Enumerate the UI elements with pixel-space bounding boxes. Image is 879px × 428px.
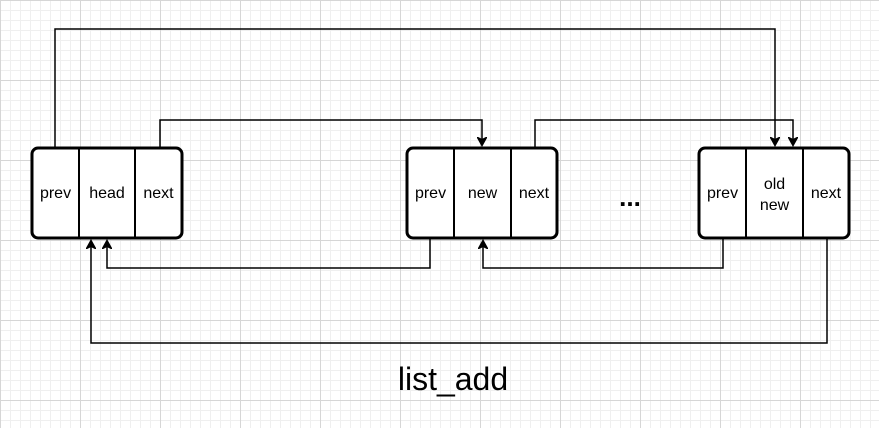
next-field-label: next [519, 185, 550, 202]
data-field-label: new [468, 185, 498, 202]
prev-field-label: prev [707, 185, 738, 202]
data-field-label-line1: old [764, 176, 785, 193]
ellipsis: ... [619, 182, 641, 212]
node-box [697, 146, 851, 240]
diagram-caption: list_add [398, 361, 508, 397]
prev-field-label: prev [415, 185, 446, 202]
edge-head-next-to-new [159, 119, 482, 147]
edge-old-new-prev-to-new [483, 238, 724, 269]
node-box [30, 146, 184, 240]
list-node-head: prev head next [30, 146, 184, 240]
next-field-label: next [143, 185, 174, 202]
node-box [405, 146, 559, 240]
data-field-label-line2: new [760, 197, 790, 214]
next-field-label: next [811, 185, 842, 202]
data-field-label: head [89, 185, 125, 202]
edge-head-prev-to-old-new [54, 28, 775, 147]
list-node-new: prev new next [405, 146, 559, 240]
prev-field-label: prev [40, 185, 71, 202]
list-node-old-new: prev old new next [697, 146, 851, 240]
edge-old-new-next-to-head [91, 238, 828, 344]
edge-new-prev-to-head [107, 238, 431, 269]
edges [54, 28, 828, 344]
edge-new-next-to-old-new [534, 119, 793, 147]
